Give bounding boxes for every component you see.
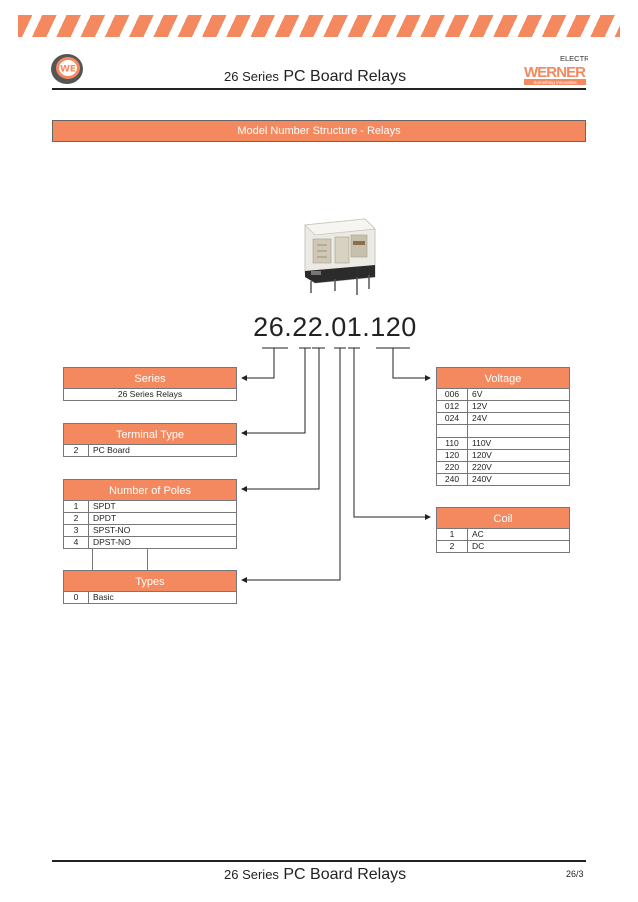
voltage-panel-title: Voltage — [436, 367, 570, 389]
voltage-label: 6V — [467, 388, 570, 401]
brand-name-text: WERNER — [524, 64, 586, 81]
coil-table: 1 AC 2 DC — [436, 528, 570, 553]
table-row — [436, 424, 570, 438]
type-code: 0 — [63, 591, 89, 604]
pole-label: SPST-NO — [88, 524, 237, 537]
pole-label: SPDT — [88, 500, 237, 513]
table-row: 120 120V — [436, 449, 570, 462]
table-row: 110 110V — [436, 437, 570, 450]
we-logo-icon: WE — [51, 54, 83, 84]
types-table: 0 Basic — [63, 591, 237, 604]
voltage-label: 110V — [467, 437, 570, 450]
terminal-code: 2 — [63, 444, 89, 457]
coil-panel-title: Coil — [436, 507, 570, 529]
header-divider — [52, 88, 586, 90]
table-row: 26 Series Relays — [63, 388, 237, 401]
voltage-label: 24V — [467, 412, 570, 425]
werner-logo-icon: ELECTRIC WERNER Something Innovative — [522, 52, 588, 86]
table-row: 0 Basic — [63, 591, 237, 604]
poles-spacer-lines — [92, 549, 148, 571]
coil-label: AC — [467, 528, 570, 541]
relay-product-image — [304, 218, 376, 295]
voltage-code: 120 — [436, 449, 468, 462]
poles-panel-title: Number of Poles — [63, 479, 237, 501]
voltage-label — [467, 424, 570, 438]
voltage-code: 024 — [436, 412, 468, 425]
table-row: 006 6V — [436, 388, 570, 401]
page-header-title: 26 Series PC Board Relays — [224, 68, 406, 86]
footer-series-text: 26 Series — [224, 867, 279, 882]
voltage-label: 220V — [467, 461, 570, 474]
table-row: 024 24V — [436, 412, 570, 425]
terminal-type-table: 2 PC Board — [63, 444, 237, 457]
table-row: 240 240V — [436, 473, 570, 486]
table-row: 220 220V — [436, 461, 570, 474]
footer-divider — [52, 860, 586, 862]
type-label: Basic — [88, 591, 237, 604]
table-row: 3 SPST-NO — [63, 524, 237, 537]
voltage-table: 006 6V 012 12V 024 24V 110 110V 120 120V… — [436, 388, 570, 486]
page-number: 26/3 — [566, 869, 584, 879]
section-banner: Model Number Structure - Relays — [52, 120, 586, 142]
pole-code: 4 — [63, 536, 89, 549]
voltage-code: 006 — [436, 388, 468, 401]
voltage-code: 012 — [436, 400, 468, 413]
table-row: 012 12V — [436, 400, 570, 413]
terminal-type-panel-title: Terminal Type — [63, 423, 237, 445]
terminal-label: PC Board — [88, 444, 237, 457]
brand-electric-text: ELECTRIC — [560, 54, 588, 63]
voltage-code: 240 — [436, 473, 468, 486]
table-row: 1 SPDT — [63, 500, 237, 513]
series-value: 26 Series Relays — [63, 388, 237, 401]
we-logo-letters: WE — [60, 65, 76, 75]
table-row: 4 DPST-NO — [63, 536, 237, 549]
coil-code: 2 — [436, 540, 468, 553]
table-row: 2 DPDT — [63, 512, 237, 525]
header-series-text: 26 Series — [224, 69, 279, 84]
pole-label: DPST-NO — [88, 536, 237, 549]
table-row: 2 PC Board — [63, 444, 237, 457]
voltage-code — [436, 424, 468, 438]
voltage-label: 120V — [467, 449, 570, 462]
table-row: 1 AC — [436, 528, 570, 541]
coil-label: DC — [467, 540, 570, 553]
footer-title-text: PC Board Relays — [283, 866, 407, 883]
brand-tagline-text: Something Innovative — [533, 80, 577, 85]
types-panel-title: Types — [63, 570, 237, 592]
table-row: 2 DC — [436, 540, 570, 553]
series-table: 26 Series Relays — [63, 388, 237, 401]
series-panel-title: Series — [63, 367, 237, 389]
page-footer-title: 26 Series PC Board Relays — [224, 866, 406, 884]
voltage-code: 220 — [436, 461, 468, 474]
pole-code: 1 — [63, 500, 89, 513]
header-title-text: PC Board Relays — [283, 68, 407, 85]
voltage-label: 240V — [467, 473, 570, 486]
pole-code: 3 — [63, 524, 89, 537]
voltage-label: 12V — [467, 400, 570, 413]
pole-code: 2 — [63, 512, 89, 525]
voltage-code: 110 — [436, 437, 468, 450]
poles-table: 1 SPDT 2 DPDT 3 SPST-NO 4 DPST-NO — [63, 500, 237, 549]
coil-code: 1 — [436, 528, 468, 541]
header-stripe-band — [18, 15, 620, 37]
part-number-example: 26.22.01.120 — [253, 312, 417, 342]
pole-label: DPDT — [88, 512, 237, 525]
